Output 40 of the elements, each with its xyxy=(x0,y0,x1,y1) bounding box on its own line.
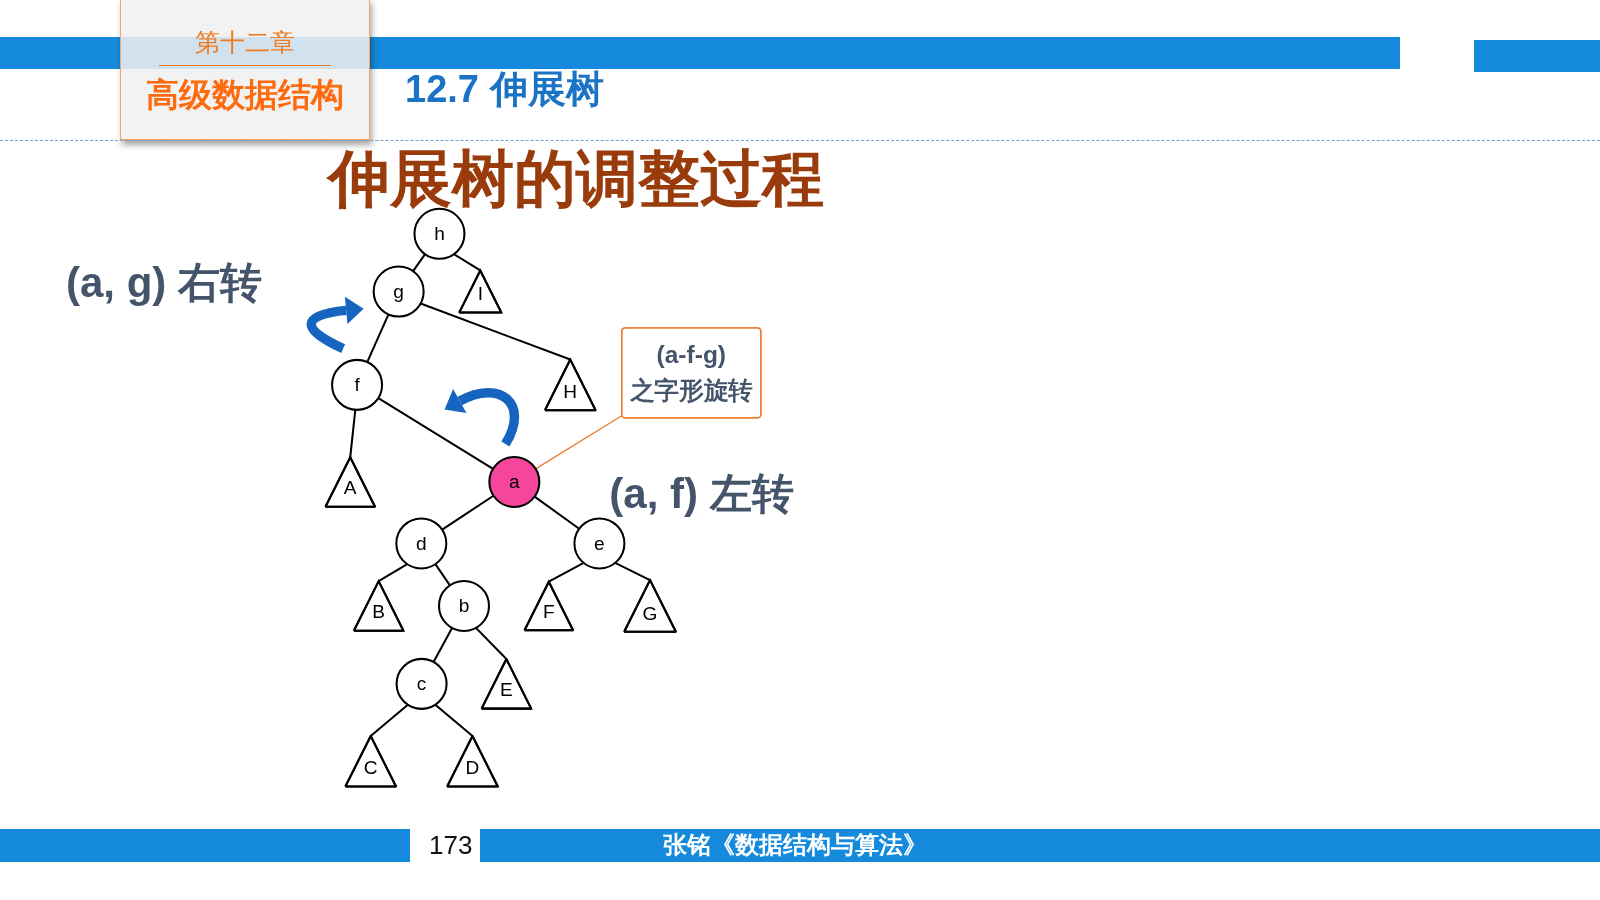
subtree-triangle: B xyxy=(352,580,405,632)
rotation-note: (a, f) 左转 xyxy=(609,469,794,519)
tree-edge xyxy=(370,703,409,737)
callout-box: (a-f-g) 之字形旋转 xyxy=(621,327,762,419)
tree-node: a xyxy=(488,455,541,508)
tree-node: d xyxy=(395,517,448,570)
page-number: 173 xyxy=(429,831,473,861)
tree-node: e xyxy=(573,517,626,570)
tree-node: f xyxy=(331,358,384,411)
tree-node: c xyxy=(395,657,448,710)
section-heading: 12.7 伸展树 xyxy=(405,68,604,112)
subtree-triangle: C xyxy=(344,734,398,788)
leader-line xyxy=(534,415,623,470)
tree-edge xyxy=(434,563,451,586)
rotation-note: (a, g) 右转 xyxy=(66,259,262,308)
tree-edge xyxy=(614,561,651,582)
tree-node: g xyxy=(372,265,425,318)
tree-edge xyxy=(432,627,453,663)
tree-edge xyxy=(441,494,495,531)
subtree-triangle: E xyxy=(480,658,533,710)
subtree-triangle: H xyxy=(543,358,597,412)
tree-edge xyxy=(412,253,426,272)
subtree-triangle: A xyxy=(324,456,377,508)
tree-node: b xyxy=(437,579,491,632)
subtree-triangle: D xyxy=(446,734,499,788)
tree-edge xyxy=(420,302,571,361)
footer-text: 张铭《数据结构与算法》 xyxy=(663,831,927,859)
tree-edge xyxy=(453,253,481,272)
tree-edge xyxy=(349,409,357,458)
subtree-triangle: F xyxy=(523,580,575,632)
tree-edge xyxy=(475,627,508,660)
tree-edge xyxy=(548,561,585,583)
chapter-label: 第十二章 xyxy=(195,28,295,57)
tree-edge xyxy=(534,495,580,530)
tree-edge xyxy=(378,563,408,583)
tree-edge xyxy=(434,703,474,737)
subtree-triangle: G xyxy=(623,579,677,633)
subtree-triangle: I xyxy=(458,269,503,314)
chapter-title: 高级数据结构 xyxy=(146,76,344,114)
tree-edge xyxy=(377,397,494,470)
